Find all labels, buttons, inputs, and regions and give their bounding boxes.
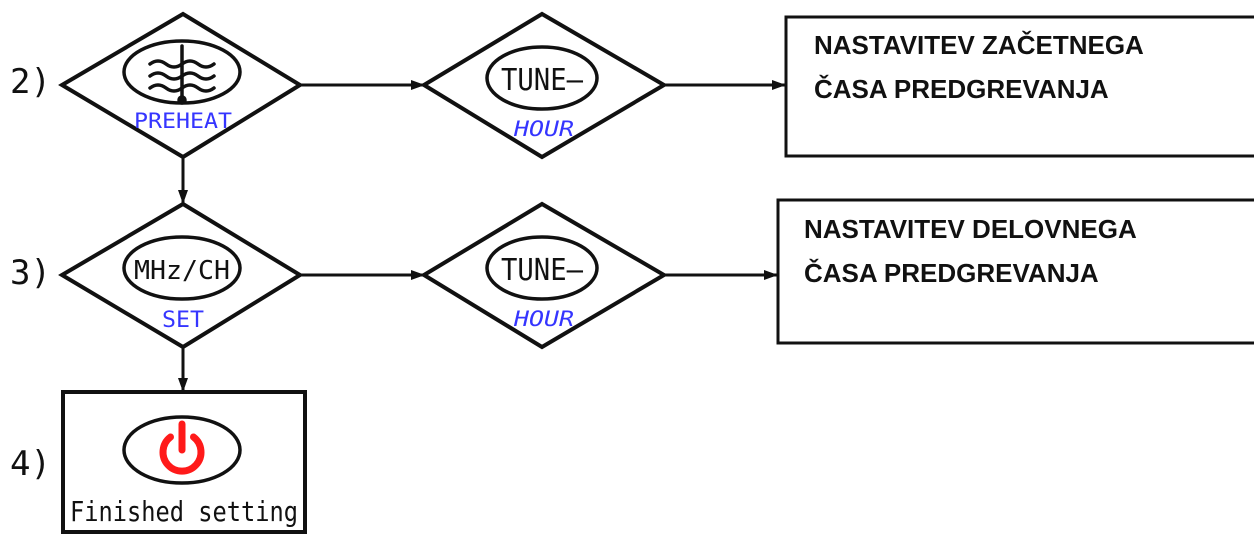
step-number-3: 3) [10,253,51,293]
power-button[interactable] [122,415,242,485]
result-box-row3-line2: ČASA PREDGREVANJA [804,258,1099,288]
set-sublabel: SET [162,308,204,333]
result-box-row3: NASTAVITEV DELOVNEGA ČASA PREDGREVANJA [776,198,1254,345]
tune-label-row2: TUNE– [501,63,584,98]
tune-sublabel-row2: HOUR [513,117,574,141]
preheat-wave-icon [148,44,216,105]
tune-sublabel-row3: HOUR [513,307,574,331]
result-box-row2-line2: ČASA PREDGREVANJA [814,74,1109,104]
step-number-4: 4) [10,444,51,484]
tune-button-row2[interactable]: TUNE– [485,45,599,111]
preheat-sublabel: PREHEAT [134,109,232,133]
result-box-row2-line1: NASTAVITEV ZAČETNEGA [814,30,1144,60]
finished-setting-caption: Finished setting [70,495,298,528]
step-number-2: 2) [10,62,51,102]
result-box-row2: NASTAVITEV ZAČETNEGA ČASA PREDGREVANJA [784,15,1254,158]
preheat-button[interactable] [122,39,242,105]
mhz-ch-set-button[interactable]: MHz/CH [122,235,242,301]
tune-label-row3: TUNE– [501,253,584,288]
tune-button-row3[interactable]: TUNE– [485,235,599,301]
power-icon [159,420,205,475]
result-box-row3-line1: NASTAVITEV DELOVNEGA [804,214,1137,244]
mhz-ch-label: MHz/CH [134,256,230,286]
